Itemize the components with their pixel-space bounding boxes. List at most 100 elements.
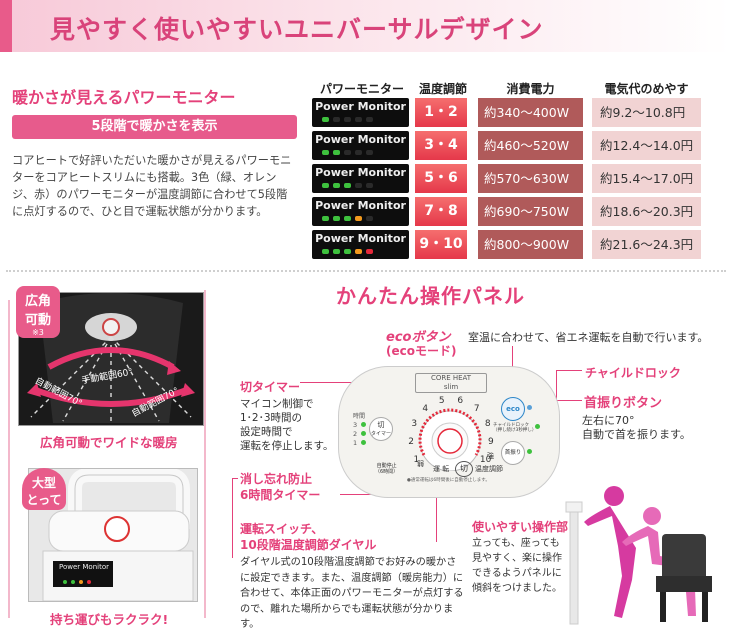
electricity-cost-cell: 約18.6～20.3円 xyxy=(592,197,701,226)
power-monitor-heading: 暖かさが見えるパワーモニター xyxy=(12,88,236,107)
auto-stop-note: ●通常運転は6時間後に自動停止します。 xyxy=(407,478,490,483)
power-monitor-label: Power Monitor xyxy=(315,232,406,245)
auto-stop-line1: 自動停止 xyxy=(376,463,397,469)
dial-number: 6 xyxy=(457,396,464,407)
easy-panel-description: 立っても、座っても見やすく、楽に操作できるようパネルに傾斜をつけました。 xyxy=(472,538,562,594)
temp-adjust-label: 温度調節 xyxy=(475,465,503,473)
power-monitor-label: Power Monitor xyxy=(315,166,406,179)
child-lock-led-icon xyxy=(535,424,540,429)
wide-angle-caption: 広角可動でワイドな暖房 xyxy=(40,435,178,450)
power-consumption-cell: 約460～520W xyxy=(478,131,583,160)
power-monitor-display: Power Monitor xyxy=(312,197,409,226)
power-led-icon xyxy=(344,249,351,254)
table-header-power: 消費電力 xyxy=(506,82,555,96)
off-switch[interactable]: 切 xyxy=(455,461,473,477)
callout-line xyxy=(556,370,557,420)
power-led-icon xyxy=(355,150,362,155)
power-monitor-label: Power Monitor xyxy=(315,133,406,146)
callout-line xyxy=(232,478,238,479)
page-header xyxy=(0,0,730,52)
power-led-icon xyxy=(333,150,340,155)
eco-led-icon xyxy=(527,405,532,410)
power-led-icon xyxy=(366,150,373,155)
off-timer-desc-4: 運転を停止します。 xyxy=(240,440,334,452)
page-title: 見やすく使いやすいユニバーサルデザイン xyxy=(50,15,544,44)
off-timer-button-sublabel: タイマー xyxy=(370,431,391,437)
callout-line xyxy=(232,478,233,558)
dial-number: 1 xyxy=(413,455,420,465)
table-header-cost: 電気代のめやす xyxy=(604,82,689,96)
dial-number: 7 xyxy=(473,404,480,415)
badge-line1: 広角 xyxy=(24,294,51,309)
eco-button[interactable]: eco xyxy=(501,397,525,421)
power-led-icon xyxy=(344,150,351,155)
power-led-icon xyxy=(333,216,340,221)
weak-label: 弱 xyxy=(417,460,424,468)
child-lock-small-line1: チャイルドロック xyxy=(493,423,529,428)
electricity-cost-cell: 約9.2～10.8円 xyxy=(592,98,701,127)
timer-led-icon xyxy=(361,422,366,427)
callout-line xyxy=(300,382,360,383)
power-monitor-label: Power Monitor xyxy=(315,199,406,212)
off-timer-button-label: 切 xyxy=(377,421,385,429)
wide-angle-illustration xyxy=(19,293,203,425)
power-led-icon xyxy=(366,216,373,221)
power-led-icon xyxy=(333,183,340,188)
power-led-icon xyxy=(322,183,329,188)
auto-stop-line2: （6時間） xyxy=(375,469,399,475)
wide-angle-photo: 手動範囲60° 自動範囲70° 自動範囲70° xyxy=(18,292,204,426)
power-led-icon xyxy=(344,216,351,221)
callout-line xyxy=(436,470,437,542)
easy-panel-title: 使いやすい操作部 xyxy=(472,520,569,534)
temp-setting-cell: 9・10 xyxy=(415,230,467,259)
timer-led-icon xyxy=(361,431,366,436)
swing-led-icon xyxy=(527,449,532,454)
panel-brand: CORE HEAT slim xyxy=(415,373,487,393)
power-led-icon xyxy=(355,249,362,254)
power-led-icon xyxy=(366,117,373,122)
auto-stop-label: 自動停止 （6時間） xyxy=(375,463,398,475)
timer-led-icon xyxy=(361,440,366,445)
temperature-dial[interactable] xyxy=(395,385,505,471)
off-timer-desc-2: 1･2･3時間の xyxy=(240,412,303,424)
panel-heading: かんたん操作パネル xyxy=(336,284,525,308)
timer-num-2: 2 xyxy=(353,430,358,438)
power-led-icon xyxy=(333,249,340,254)
swing-button[interactable]: 首振り xyxy=(501,441,525,465)
dial-description: ダイヤル式の10段階温度調節でお好みの暖かさに設定できます。また、温度調節（暖房… xyxy=(240,557,464,630)
power-monitor-display: Power Monitor xyxy=(312,98,409,127)
power-led-icon xyxy=(322,117,329,122)
forget-timer-title-2: 6時間タイマー xyxy=(240,488,321,502)
off-timer-button[interactable]: 切 タイマー xyxy=(369,417,393,441)
timer-hours-label: 時間 xyxy=(353,413,366,420)
badge-line2: 可動 xyxy=(24,313,51,328)
temp-setting-cell: 1・2 xyxy=(415,98,467,127)
dial-title-1: 運転スイッチ、 xyxy=(240,522,324,536)
person-using-panel-illustration xyxy=(565,486,712,625)
power-led-icon xyxy=(344,117,351,122)
table-header-temp: 温度調節 xyxy=(418,82,467,96)
eco-mode-label: (ecoモード) xyxy=(386,344,457,358)
timer-num-3: 3 xyxy=(353,421,358,429)
power-monitor-display: Power Monitor xyxy=(312,230,409,259)
power-led-icon xyxy=(322,216,329,221)
electricity-cost-cell: 約21.6～24.3円 xyxy=(592,230,701,259)
power-led-icon xyxy=(366,183,373,188)
header-accent-stripe xyxy=(0,0,12,52)
electricity-cost-cell: 約15.4～17.0円 xyxy=(592,164,701,193)
swing-description-2: 自動で首を振ります。 xyxy=(582,428,691,441)
dial-number: 2 xyxy=(408,437,414,448)
power-consumption-cell: 約690～750W xyxy=(478,197,583,226)
dial-number: 8 xyxy=(484,419,491,430)
power-consumption-cell: 約800～900W xyxy=(478,230,583,259)
power-monitor-description: コアヒートで好評いただいた暖かさが見えるパワーモニターをコアヒートスリムにも搭載… xyxy=(12,154,292,218)
eco-title: ecoボタン xyxy=(386,330,451,345)
off-timer-desc-3: 設定時間で xyxy=(240,426,293,438)
strong-label: 強 xyxy=(487,452,494,460)
carry-handle-badge: 大型 とって xyxy=(22,468,66,510)
badge-line1: 大型 xyxy=(31,476,56,490)
power-led-icon xyxy=(355,183,362,188)
dial-number: 3 xyxy=(411,419,418,430)
callout-line xyxy=(548,400,582,401)
